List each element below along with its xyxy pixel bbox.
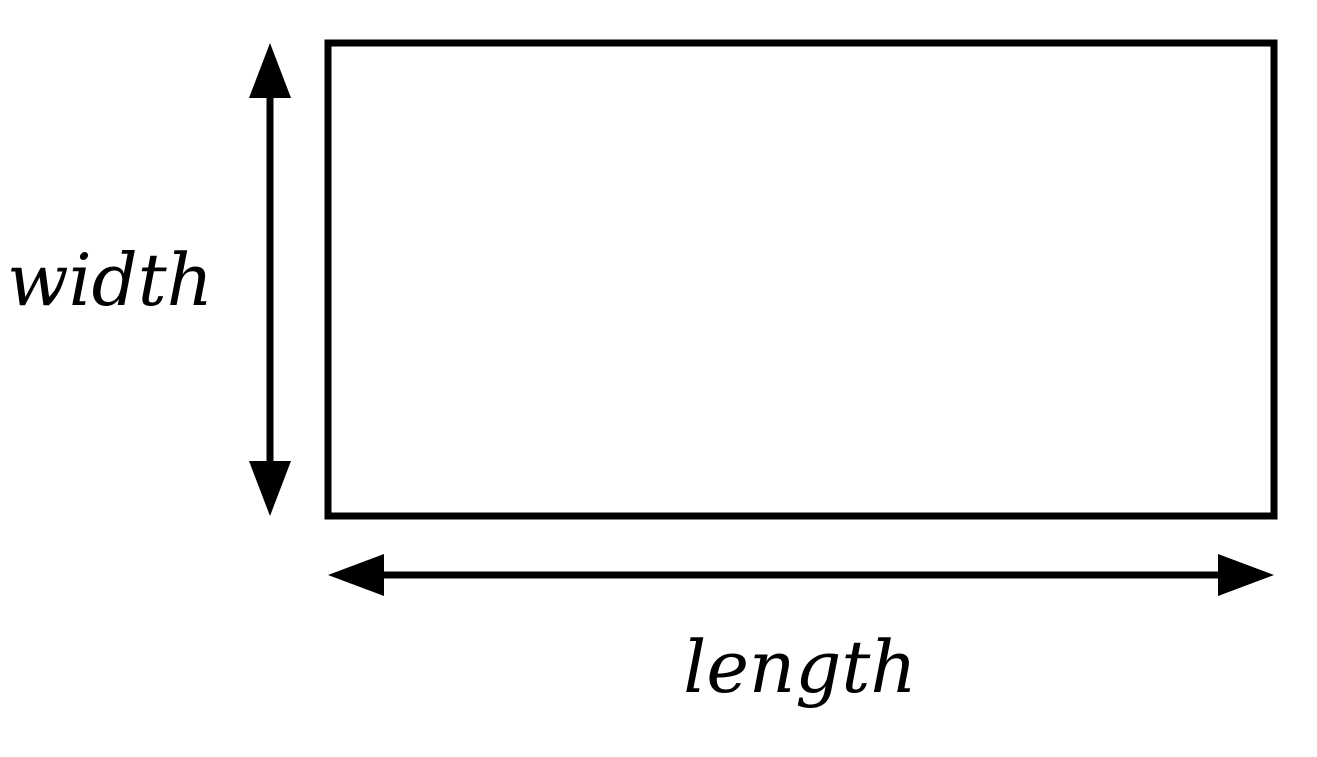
width-arrow — [249, 43, 291, 516]
rectangle — [324, 39, 1278, 520]
length-arrow-head-left — [328, 554, 384, 596]
length-arrow — [328, 554, 1274, 596]
width-arrow-head-top — [249, 43, 291, 98]
length-label: length — [683, 625, 916, 709]
width-label: width — [7, 238, 213, 322]
length-arrow-head-right — [1218, 554, 1274, 596]
width-arrow-head-bottom — [249, 461, 291, 516]
